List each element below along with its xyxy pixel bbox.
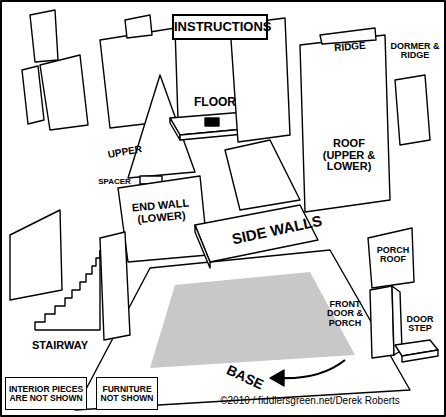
note-text: INTERIOR PIECES ARE NOT SHOWN [6,385,86,403]
note-box: FURNITURE NOT SHOWN [96,377,158,410]
diagram-title: INSTRUCTIONS [172,14,268,40]
part-label: STAIRWAY [25,340,95,352]
part-label: FLOOR [185,96,245,109]
part-label: SPACER [92,178,137,186]
part-label: PORCH ROOF [372,246,414,265]
part-label: DOOR STEP [400,315,440,334]
part-label: DORMER & RIDGE [385,42,445,61]
part-label: ROOF (UPPER & LOWER) [318,138,380,173]
part-label: ©2010 / fiddlersgreen.net/Derek Roberts [175,396,445,407]
part-label: FRONT DOOR & PORCH [320,300,370,328]
note-text: FURNITURE NOT SHOWN [97,385,157,403]
note-box: INTERIOR PIECES ARE NOT SHOWN [5,377,87,410]
